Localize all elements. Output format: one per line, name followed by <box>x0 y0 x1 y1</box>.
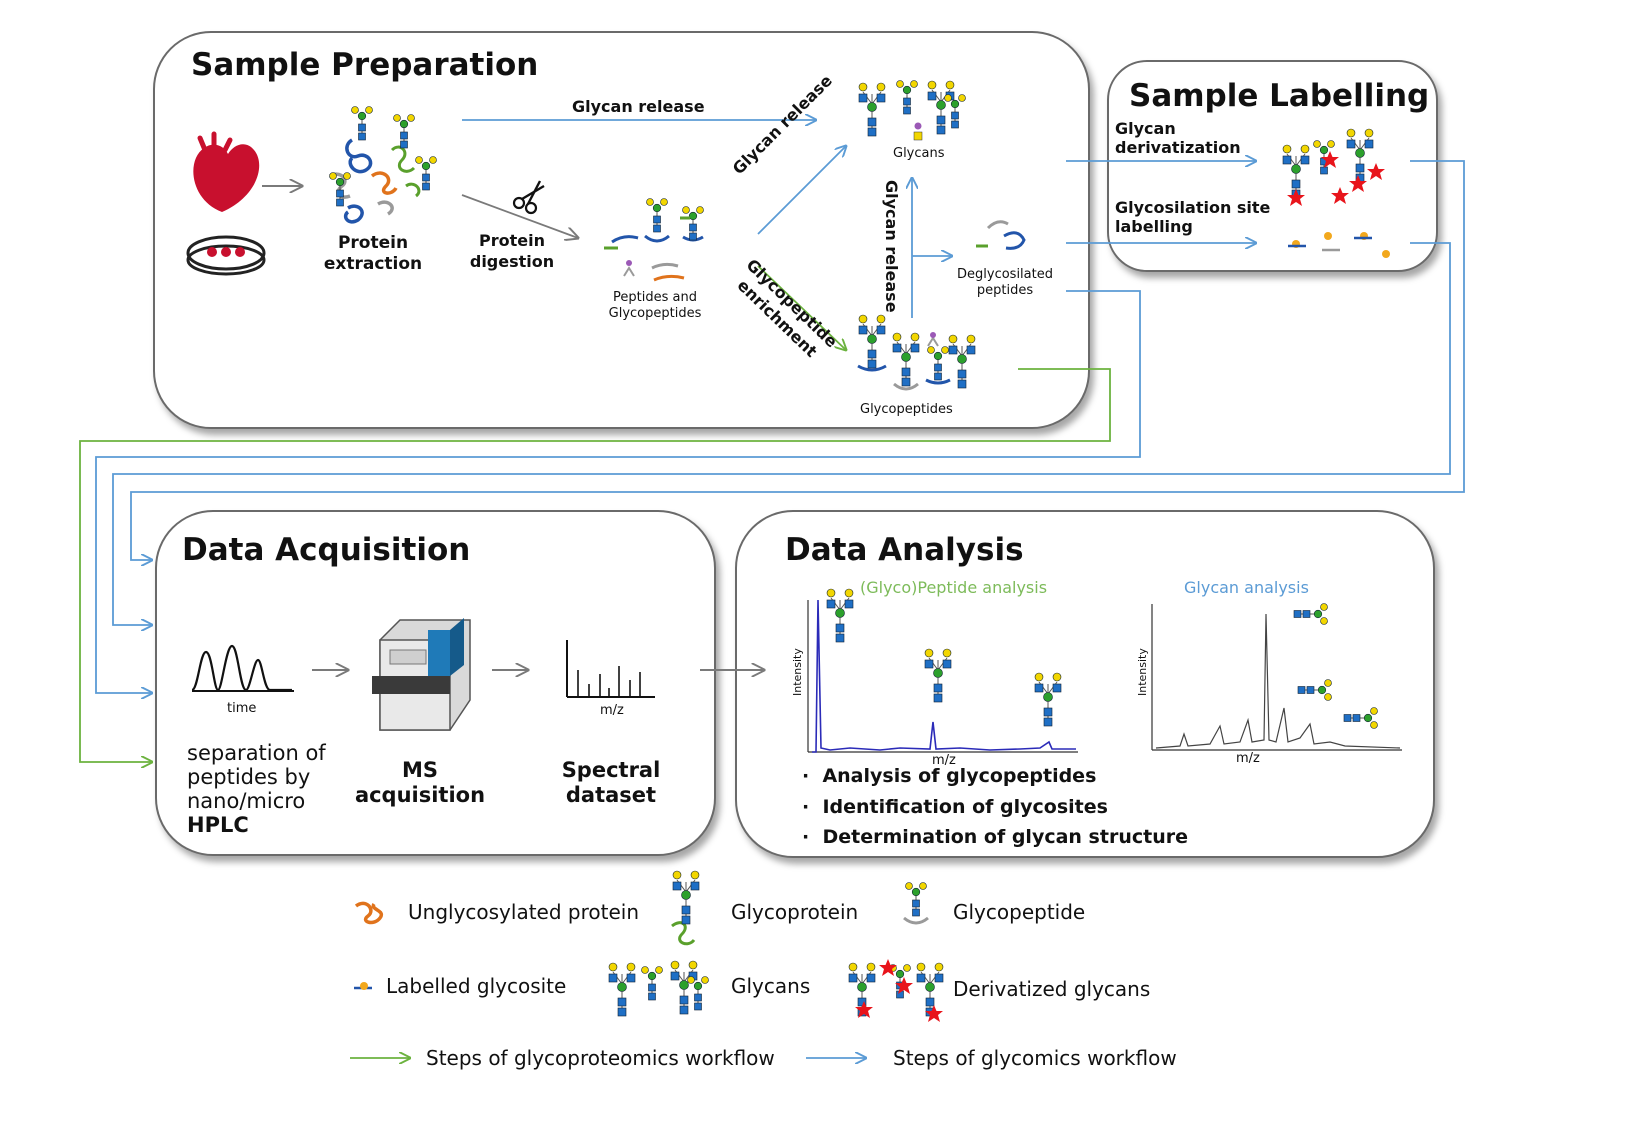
bullet-text: Determination of glycan structure <box>822 826 1188 848</box>
panel-title: Data Acquisition <box>182 532 471 568</box>
ms-acquisition-label: MS acquisition <box>350 758 490 808</box>
glycans-label: Glycans <box>893 146 945 161</box>
glycopeptides-label: Glycopeptides <box>860 402 953 417</box>
arrow-glycan-release-diag <box>757 146 846 235</box>
petri-dish-icon <box>186 235 266 276</box>
deglyco-line1: Deglycosilated <box>957 267 1053 282</box>
panel-title: Sample Labelling <box>1129 78 1430 114</box>
panel-title: Data Analysis <box>785 532 1024 568</box>
legend-glycoprotein-icon <box>671 870 700 946</box>
bullet-analysis-glycopeptides: · Analysis of glycopeptides <box>802 765 1097 787</box>
legend-glycoprotein: Glycoprotein <box>731 900 859 924</box>
hplc-label: HPLC <box>187 813 249 837</box>
intensity-axis-label-right: Intensity <box>1136 648 1149 696</box>
legend-unglycosylated-protein-icon <box>354 901 384 925</box>
panel-data-analysis: Data Analysis <box>735 510 1435 858</box>
derivatization-line1: Glycan <box>1115 119 1176 138</box>
glycan-release-vert-label: Glycan release <box>882 180 901 313</box>
deglycosilated-label: Deglycosilated peptides <box>950 267 1060 299</box>
glycopeptides-icon <box>857 314 976 391</box>
legend-glycopeptide: Glycopeptide <box>953 900 1086 924</box>
legend-glycans: Glycans <box>731 974 811 998</box>
spectral-dataset-label: Spectral dataset <box>546 758 676 808</box>
bullet-identification-glycosites: · Identification of glycosites <box>802 796 1108 818</box>
glycan-release-top-label: Glycan release <box>572 97 705 116</box>
glycan-analysis-title: Glycan analysis <box>1184 578 1309 597</box>
glycosilation-site-label: Glycosilation site labelling <box>1115 198 1270 236</box>
glyco-peptide-analysis-title: (Glyco)Peptide analysis <box>860 578 1048 597</box>
protein-digestion-label: Protein digestion <box>462 230 562 272</box>
deglyco-line2: peptides <box>976 283 1034 298</box>
glycan-spectrum <box>1151 603 1402 751</box>
mz-axis-left: m/z <box>932 753 956 768</box>
protein-digestion-line2: digestion <box>469 252 555 271</box>
mz-axis-label: m/z <box>600 703 624 718</box>
legend-derivatized-glycans-icon <box>848 959 944 1022</box>
spectral-line1: Spectral <box>561 758 661 782</box>
legend-glycomics-workflow: Steps of glycomics workflow <box>893 1046 1177 1070</box>
chromatogram-icon <box>190 644 294 692</box>
separation-label: separation of peptides by nano/micro HPL… <box>187 741 326 837</box>
protein-cluster-icon <box>329 106 437 224</box>
blue-connector-deglyco <box>95 290 1141 693</box>
green-connector <box>79 368 1111 762</box>
legend-derivatized-glycans: Derivatized glycans <box>953 977 1151 1001</box>
intensity-axis-label-left: Intensity <box>791 648 804 696</box>
blue-connector-deriv <box>130 160 1465 560</box>
separation-line2: peptides by <box>187 765 311 789</box>
site-line1: Glycosilation site <box>1115 198 1271 217</box>
bullet-text: Analysis of glycopeptides <box>822 765 1097 787</box>
glycopeptide-spectrum <box>807 588 1078 753</box>
spectrum-icon <box>566 640 655 698</box>
arrow-protein-digestion <box>461 194 578 238</box>
panel-sample-labelling: Sample Labelling <box>1107 60 1438 272</box>
heart-icon <box>193 131 260 212</box>
legend-glycans-icon <box>608 960 709 1017</box>
derivatized-glycans-icon <box>1282 128 1385 206</box>
protein-digestion-line1: Protein <box>479 231 545 250</box>
scissors-icon <box>512 180 545 215</box>
ms-line2: acquisition <box>354 783 486 807</box>
peptides-glycopeptides-label: Peptides and Glycopeptides <box>600 290 710 322</box>
ms-line1: MS <box>401 758 439 782</box>
protein-extraction-line2: extraction <box>323 254 423 274</box>
mz-axis-right: m/z <box>1236 751 1260 766</box>
legend-labelled-glycosite: Labelled glycosite <box>386 974 567 998</box>
separation-line1: separation of <box>187 741 326 765</box>
bullet-text: Identification of glycosites <box>822 796 1108 818</box>
blue-connector-site <box>112 242 1451 625</box>
spectral-line2: dataset <box>565 783 657 807</box>
separation-line3: nano/micro <box>187 789 306 813</box>
arrow-glycopeptide-enrichment <box>757 265 846 350</box>
protein-extraction-label: Protein extraction <box>318 233 428 275</box>
labelled-glycosites-icon <box>1288 232 1390 258</box>
bullet-glycan-structure: · Determination of glycan structure <box>802 826 1188 848</box>
peptides-line1: Peptides and <box>613 290 697 305</box>
panel-title: Sample Preparation <box>191 47 539 83</box>
legend-glycopeptide-icon <box>903 882 929 925</box>
peptides-cluster-icon <box>604 198 704 282</box>
legend-glycoproteomics-workflow: Steps of glycoproteomics workflow <box>426 1046 775 1070</box>
site-line2: labelling <box>1115 217 1193 236</box>
released-glycans-icon <box>858 80 966 141</box>
peptides-line2: Glycopeptides <box>608 306 702 321</box>
legend-labelled-glycosite-icon <box>354 982 372 990</box>
glycan-derivatization-label: Glycan derivatization <box>1115 119 1241 157</box>
derivatization-line2: derivatization <box>1115 138 1241 157</box>
protein-extraction-line1: Protein <box>337 233 409 253</box>
time-axis-label: time <box>227 701 257 716</box>
deglycosilated-peptides-icon <box>976 220 1026 250</box>
ms-instrument-icon <box>372 618 471 731</box>
legend-unglycosylated-protein: Unglycosylated protein <box>408 900 639 924</box>
